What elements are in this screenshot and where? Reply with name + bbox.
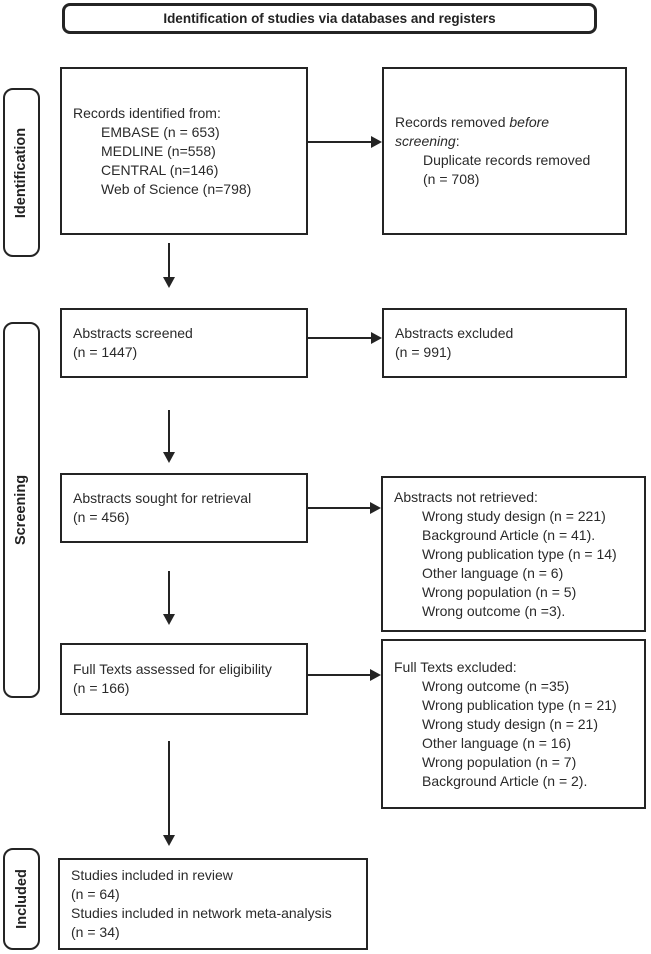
box-records-identified: Records identified from:EMBASE (n = 653)…	[60, 67, 308, 235]
box-studies-included: Studies included in review(n = 64)Studie…	[58, 858, 368, 950]
arrow-screened-to-excluded	[308, 332, 382, 344]
arrow-identified-to-screened	[163, 243, 175, 288]
stage-label-screening: Screening	[3, 322, 40, 698]
arrow-records-to-removed	[308, 136, 382, 148]
box-abstracts-sought-for-retrieval: Abstracts sought for retrieval(n = 456)	[60, 473, 308, 543]
arrow-down-icon	[163, 835, 175, 846]
arrow-down-icon	[163, 277, 175, 288]
stage-label-included-text: Included	[13, 869, 30, 929]
arrow-down-icon	[163, 614, 175, 625]
stage-label-identification: Identification	[3, 88, 40, 257]
arrow-right-icon	[370, 669, 381, 681]
arrow-down-icon	[163, 452, 175, 463]
stage-label-screening-text: Screening	[13, 474, 30, 546]
arrow-right-icon	[370, 502, 381, 514]
arrow-assessed-to-fulltext-excluded	[308, 669, 381, 681]
box-abstracts-screened: Abstracts screened(n = 1447)	[60, 308, 308, 378]
diagram-title: Identification of studies via databases …	[62, 3, 597, 34]
arrow-right-icon	[371, 136, 382, 148]
stage-label-included: Included	[3, 848, 40, 950]
stage-label-identification-text: Identification	[13, 127, 30, 218]
arrow-assessed-to-included	[163, 741, 175, 846]
box-abstracts-excluded: Abstracts excluded(n = 991)	[382, 308, 627, 378]
arrow-screened-to-sought	[163, 410, 175, 463]
box-fulltexts-assessed: Full Texts assessed for eligibility(n = …	[60, 643, 308, 715]
box-abstracts-not-retrieved: Abstracts not retrieved:Wrong study desi…	[381, 476, 646, 632]
box-fulltexts-excluded: Full Texts excluded:Wrong outcome (n =35…	[381, 639, 646, 809]
arrow-right-icon	[371, 332, 382, 344]
arrow-sought-to-assessed	[163, 571, 175, 625]
arrow-sought-to-not-retrieved	[308, 502, 381, 514]
